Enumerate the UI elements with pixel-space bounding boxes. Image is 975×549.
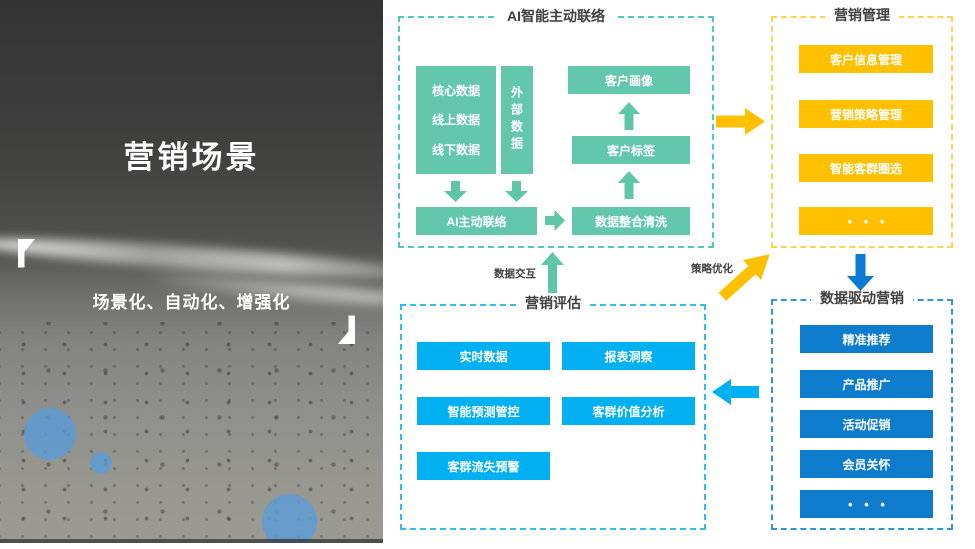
node-report-insight: 报表洞察 <box>562 342 695 370</box>
corner-bracket-top-left-icon <box>18 239 35 268</box>
arrow-left-cyan-icon <box>712 379 759 405</box>
node-external-data: 外部数据 <box>501 66 533 174</box>
node-customer-profile: 客户画像 <box>568 66 690 94</box>
bubble-decoration <box>90 452 112 474</box>
group-ai-contact: AI智能主动联络 核心数据 线上数据 线下数据 外部数据 客户画像 客户标签 A… <box>398 8 714 248</box>
node-realtime-data: 实时数据 <box>417 342 550 370</box>
node-customer-info-mgmt: 客户信息管理 <box>799 45 933 73</box>
label-strategy-optimization: 策略优化 <box>691 263 733 275</box>
arrow-up-icon <box>618 102 640 130</box>
core-data-line: 核心数据 <box>431 84 480 99</box>
node-product-promotion: 产品推广 <box>800 370 933 398</box>
arrow-right-icon <box>545 210 565 231</box>
bubble-decoration <box>262 494 317 543</box>
arrow-down-icon <box>505 181 528 202</box>
node-more-items: • • • <box>799 207 933 235</box>
photo-bottom-edge <box>0 539 383 543</box>
node-customer-tag: 客户标签 <box>572 136 690 164</box>
bubble-decoration <box>24 408 76 460</box>
arrow-down-icon <box>444 181 467 202</box>
arrow-diagonal-yellow-icon <box>711 246 781 304</box>
arrow-right-yellow-icon <box>716 108 765 135</box>
group-ai-contact-title: AI智能主动联络 <box>497 8 615 26</box>
page-title: 营销场景 <box>123 140 260 175</box>
node-churn-warning: 客群流失预警 <box>417 452 550 480</box>
core-data-line: 线上数据 <box>431 113 480 128</box>
node-core-data: 核心数据 线上数据 线下数据 <box>416 66 496 174</box>
core-data-line: 线下数据 <box>431 142 480 157</box>
node-smart-segment: 智能客群圈选 <box>799 154 933 182</box>
node-ai-contact: AI主动联络 <box>416 207 537 235</box>
corner-bracket-bottom-right-icon <box>338 315 355 344</box>
node-strategy-mgmt: 营销策略管理 <box>799 100 933 128</box>
node-more-items: • • • <box>800 490 933 518</box>
group-evaluation-title: 营销评估 <box>516 295 590 313</box>
node-member-care: 会员关怀 <box>800 450 933 478</box>
group-marketing-management: 营销管理 客户信息管理 营销策略管理 智能客群圈选 • • • <box>771 7 953 248</box>
arrow-down-blue-icon <box>847 254 874 291</box>
hero-photo: 营销场景 场景化、自动化、增强化 <box>0 0 383 543</box>
page-subtitle: 场景化、自动化、增强化 <box>92 293 291 312</box>
node-predictive-control: 智能预测管控 <box>417 397 550 425</box>
arrow-up-icon <box>618 171 640 199</box>
node-precise-recommend: 精准推荐 <box>800 325 933 353</box>
node-data-cleaning: 数据整合清洗 <box>572 207 690 235</box>
node-activity-promotion: 活动促销 <box>800 410 933 438</box>
group-data-driven-title: 数据驱动营销 <box>811 290 913 308</box>
group-marketing-evaluation: 营销评估 实时数据 报表洞察 智能预测管控 客群价值分析 客群流失预警 <box>400 295 706 530</box>
arrow-up-teal-icon <box>541 252 564 293</box>
label-data-interaction: 数据交互 <box>494 268 536 280</box>
group-marketing-management-title: 营销管理 <box>825 7 899 25</box>
node-segment-value-analysis: 客群价值分析 <box>562 397 695 425</box>
group-data-driven-marketing: 数据驱动营销 精准推荐 产品推广 活动促销 会员关怀 • • • <box>771 290 953 530</box>
